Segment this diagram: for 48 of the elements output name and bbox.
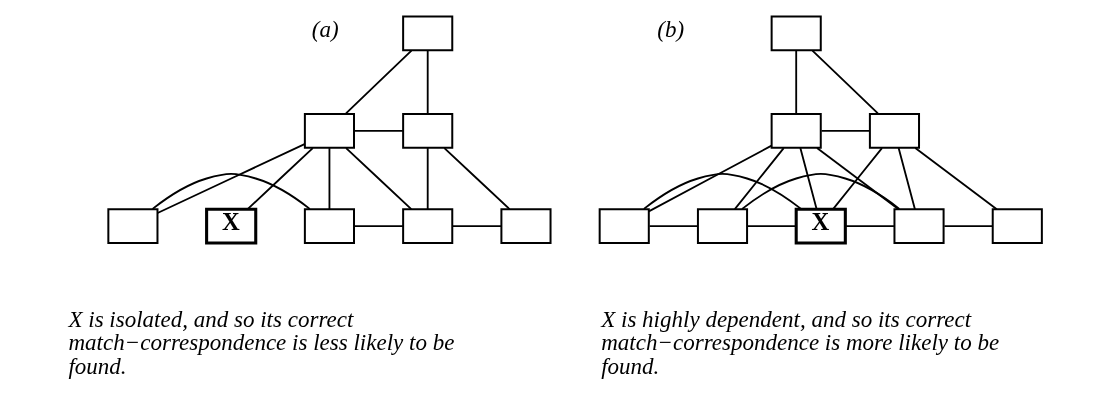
node-box — [303, 208, 355, 244]
node-box — [868, 113, 921, 149]
connector — [426, 49, 429, 115]
connector — [897, 147, 916, 211]
node-box — [893, 208, 945, 244]
connector — [246, 147, 314, 211]
node-box — [500, 208, 552, 244]
connector — [345, 49, 413, 115]
label: (a) — [311, 16, 339, 43]
node-box — [303, 113, 355, 149]
node-box — [991, 208, 1043, 244]
connector — [733, 147, 785, 211]
connector — [647, 144, 773, 213]
node-box — [598, 208, 650, 244]
connector — [353, 130, 404, 132]
connector — [151, 172, 311, 210]
connector — [451, 225, 503, 227]
connector — [795, 49, 798, 115]
connector — [643, 172, 802, 210]
connector — [345, 147, 413, 211]
connector — [816, 147, 900, 211]
node-box — [402, 208, 454, 244]
node-box: X — [205, 207, 258, 245]
connector — [845, 225, 895, 227]
node-box — [402, 15, 454, 52]
label: (b) — [657, 16, 685, 43]
connector — [741, 172, 901, 210]
node-box: X — [794, 207, 847, 245]
connector — [648, 225, 699, 227]
connector — [443, 147, 511, 211]
node-box — [107, 208, 159, 244]
connector — [746, 225, 797, 227]
connector — [353, 225, 404, 227]
connector — [426, 147, 429, 211]
node-box — [696, 208, 749, 244]
connector — [156, 143, 306, 214]
node-box — [770, 113, 822, 149]
connector — [943, 225, 994, 227]
node-box — [770, 15, 822, 52]
node-box — [402, 113, 454, 149]
connector — [811, 49, 879, 115]
label: X is isolated, and so its correct match−correspondence is less likely to be found. — [68, 306, 455, 379]
connector — [914, 147, 998, 211]
connector — [799, 147, 818, 211]
label: X is highly dependent, and so its correct match−correspondence is more likely to be found. — [601, 306, 1000, 379]
connector — [328, 147, 331, 211]
connector — [820, 130, 871, 132]
connector — [832, 147, 883, 211]
